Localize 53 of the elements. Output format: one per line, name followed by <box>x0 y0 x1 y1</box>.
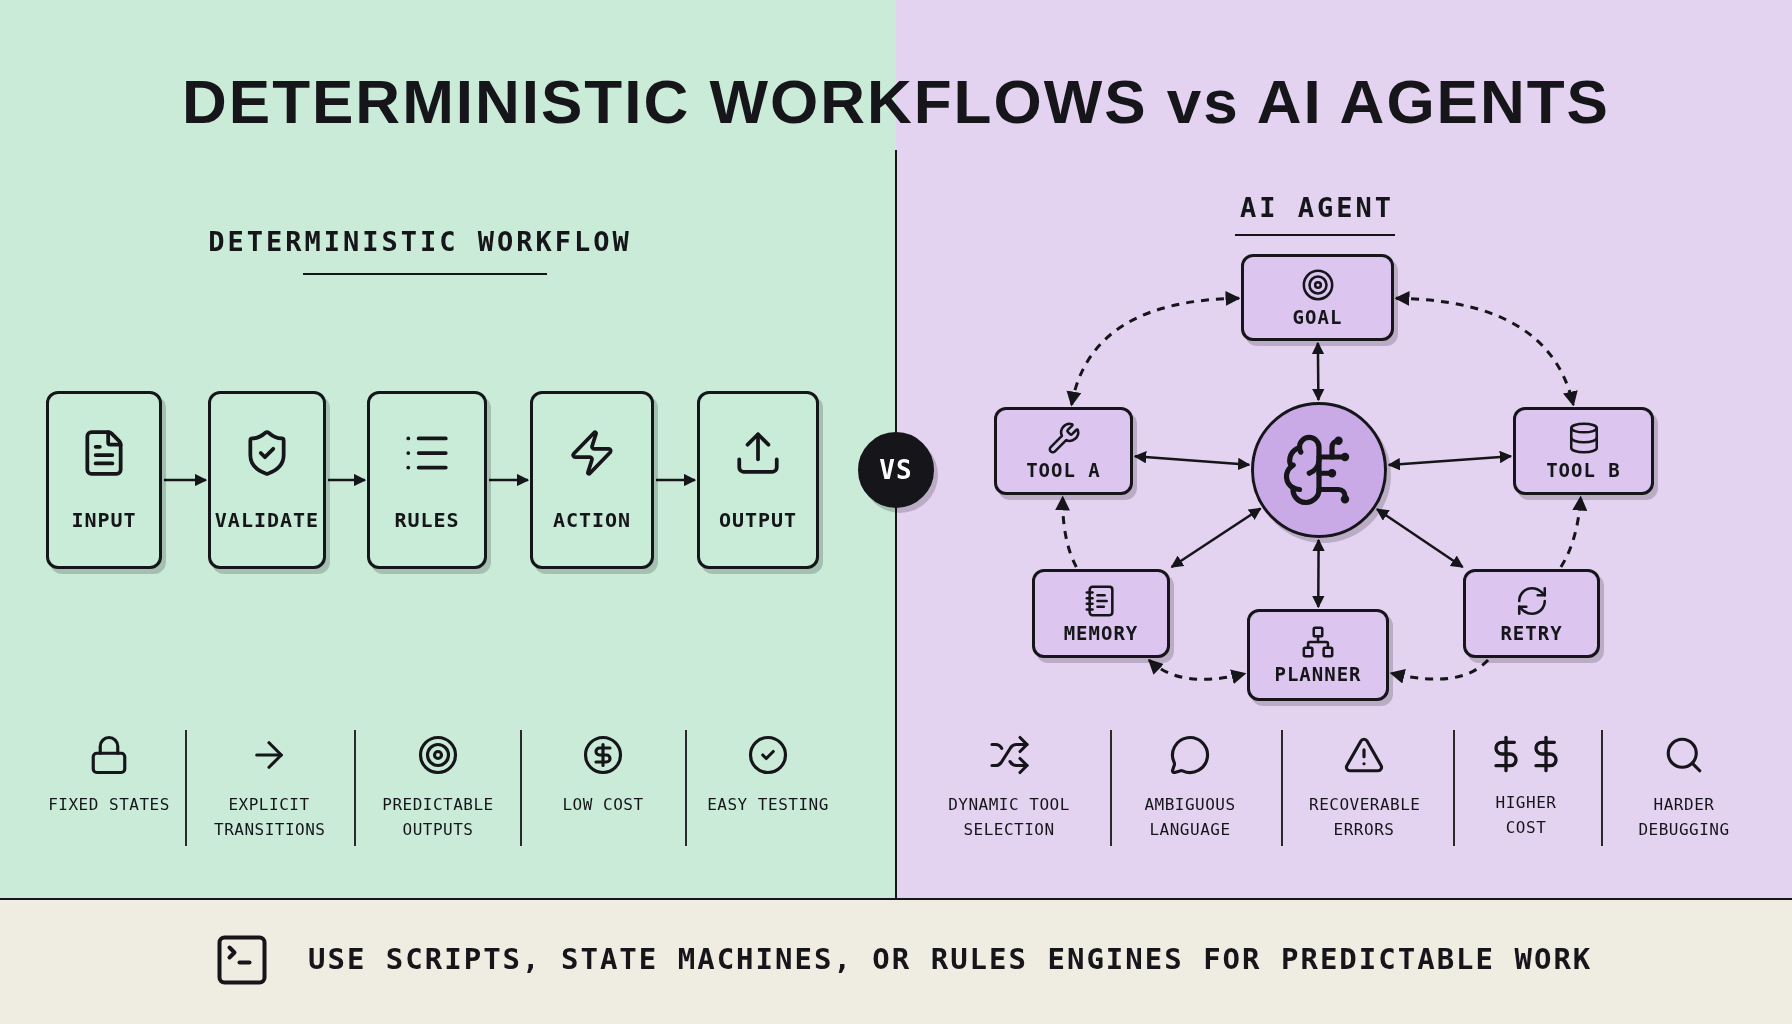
arrow <box>1170 507 1262 569</box>
feature-label: DYNAMIC TOOL SELECTION <box>947 794 1071 841</box>
dashed-arrow <box>1394 291 1577 407</box>
feature-label: PREDICTABLE OUTPUTS <box>381 794 495 841</box>
dashed-arrow <box>1067 291 1241 407</box>
node-label: VS <box>879 455 913 485</box>
dashed-arrow <box>1559 495 1588 568</box>
node-label: TOOL B <box>1546 459 1621 481</box>
node-label: GOAL <box>1292 305 1343 328</box>
arrow <box>1133 450 1251 471</box>
feature-label: FIXED STATES <box>47 794 171 816</box>
arrow <box>1387 450 1513 471</box>
footer-note: USE SCRIPTS, STATE MACHINES, OR RULES ENGINES FOR PREDICTABLE WORK <box>308 942 1593 976</box>
component-box <box>1032 569 1170 658</box>
node-label: VALIDATE <box>214 508 320 532</box>
section-heading: DETERMINISTIC WORKFLOW <box>207 226 633 257</box>
process-box <box>46 391 162 569</box>
feature-label: AMBIGUOUS LANGUAGE <box>1143 794 1237 841</box>
node-label: ACTION <box>552 508 632 532</box>
feature-label: EASY TESTING <box>706 794 830 816</box>
component-box <box>1247 609 1389 701</box>
arrow <box>489 473 530 487</box>
node-label: TOOL A <box>1026 459 1101 481</box>
node-label: MEMORY <box>1063 621 1139 644</box>
arrow <box>164 473 208 487</box>
component-box <box>994 407 1133 495</box>
title: DETERMINISTIC WORKFLOWS vs AI AGENTS <box>181 66 1611 137</box>
dashed-arrow <box>1147 658 1247 684</box>
process-box <box>367 391 487 569</box>
component-box <box>1241 254 1394 341</box>
node-label: RULES <box>394 508 460 532</box>
feature-label: EXPLICIT TRANSITIONS <box>214 794 324 841</box>
dashed-arrow <box>1055 495 1078 568</box>
dashed-arrow <box>1389 658 1490 684</box>
component-box <box>1463 569 1600 658</box>
feature-label: RECOVERABLE ERRORS <box>1309 794 1419 841</box>
node-label: RETRY <box>1500 621 1563 644</box>
component-box <box>1513 407 1654 495</box>
process-box <box>530 391 654 569</box>
feature-label: HIGHER COST <box>1494 792 1558 839</box>
node-label: INPUT <box>71 508 137 532</box>
arrow <box>1312 538 1325 609</box>
arrow <box>328 473 367 487</box>
arrow <box>1311 341 1325 402</box>
section-heading: AI AGENT <box>1238 192 1395 223</box>
process-box <box>697 391 819 569</box>
arrow <box>656 473 697 487</box>
feature-label: HARDER DEBUGGING <box>1637 794 1731 841</box>
node-label: PLANNER <box>1274 663 1362 685</box>
node-label: OUTPUT <box>718 508 798 532</box>
feature-label: LOW COST <box>561 794 645 816</box>
process-box <box>208 391 326 569</box>
arrow <box>1376 508 1464 569</box>
